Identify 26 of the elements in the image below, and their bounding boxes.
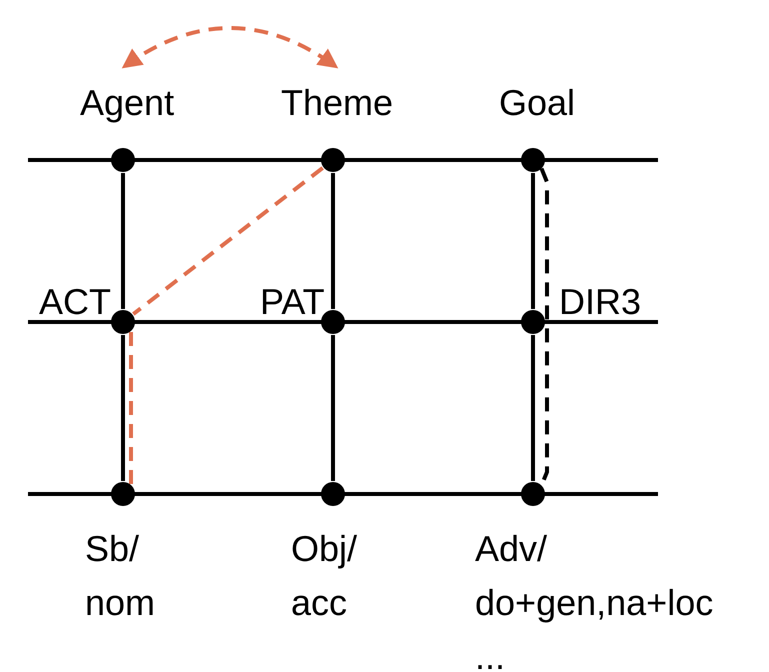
connector-line	[531, 335, 535, 481]
role-label: Adv/ do+gen,na+loc ...	[475, 527, 714, 672]
node-dot	[521, 482, 545, 506]
node-dot	[521, 310, 545, 334]
dashed-line	[132, 166, 324, 316]
node-dot	[111, 310, 135, 334]
dashed-line	[129, 332, 133, 484]
role-label: Goal	[499, 81, 576, 125]
node-dot	[111, 148, 135, 172]
role-label: DIR3	[559, 280, 642, 324]
connector-line	[331, 173, 335, 309]
role-label: Agent	[80, 81, 174, 125]
curved-arrow	[122, 26, 338, 68]
connector-line	[531, 173, 535, 309]
role-label: PAT	[260, 280, 325, 324]
role-label: ACT	[39, 280, 111, 324]
node-dot	[321, 482, 345, 506]
node-dot	[321, 148, 345, 172]
role-label: Sb/ nom	[85, 527, 156, 625]
node-dot	[521, 148, 545, 172]
role-label: Obj/ acc	[291, 527, 358, 625]
role-label: Theme	[281, 81, 394, 125]
connector-line	[121, 173, 125, 309]
node-dot	[111, 482, 135, 506]
connector-line	[121, 335, 125, 481]
connector-line	[331, 335, 335, 481]
